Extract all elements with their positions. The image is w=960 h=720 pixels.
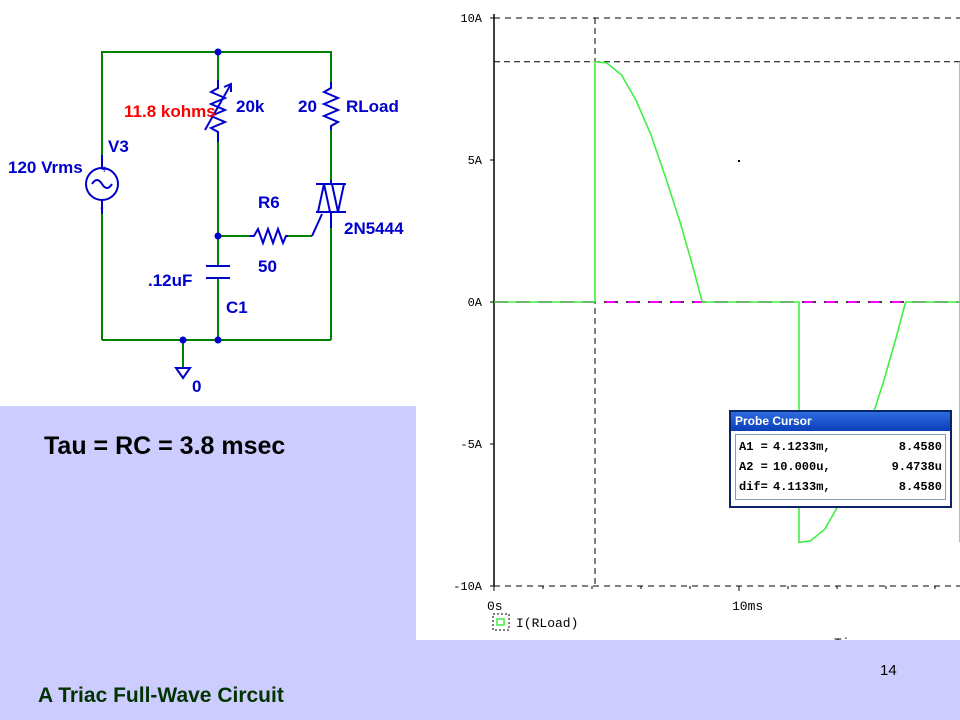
y-tick-label: 10A <box>460 12 482 26</box>
circuit-schematic: + - 120 Vrms V3 11.8 kohms 20k 20 RLoad … <box>8 48 404 396</box>
probe-row-label: A2 = <box>739 460 768 474</box>
x-tick-label: 10ms <box>732 599 763 614</box>
cap-name: C1 <box>226 298 248 317</box>
ground-symbol <box>174 367 192 380</box>
junction-dots <box>179 48 222 344</box>
load-name: RLoad <box>346 97 399 116</box>
ground-label: 0 <box>192 377 201 396</box>
r6-value: 50 <box>258 257 277 276</box>
probe-cursor-window[interactable]: Probe Cursor A1 = 4.1233m, 8.4580 A2 = 1… <box>729 410 952 508</box>
probe-row-x: 4.1233m, <box>773 440 831 454</box>
legend-label: I(RLoad) <box>516 616 578 631</box>
probe-row-x: 10.000u, <box>773 460 831 474</box>
grid-dot <box>738 160 740 162</box>
potentiometer <box>204 80 232 142</box>
probe-row-a1: A1 = 4.1233m, 8.4580 <box>739 437 942 457</box>
probe-cursor-title[interactable]: Probe Cursor <box>731 412 950 431</box>
source-label: 120 Vrms <box>8 158 83 177</box>
minus-sign: - <box>100 202 104 214</box>
legend-swatch <box>496 618 505 626</box>
page-number: 14 <box>880 662 897 679</box>
legend: I(RLoad) <box>492 613 578 631</box>
probe-row-label: dif= <box>739 480 768 494</box>
cap-value: .12uF <box>148 271 192 290</box>
probe-row-dif: dif= 4.1133m, 8.4580 <box>739 477 942 497</box>
triac <box>311 180 346 237</box>
voltage-source <box>85 155 119 214</box>
probe-row-y: 9.4738u <box>891 460 942 474</box>
probe-row-y: 8.4580 <box>898 440 942 454</box>
capacitor <box>206 265 230 279</box>
probe-row-label: A1 = <box>739 440 768 454</box>
axis-cut-text: Ti <box>834 636 850 640</box>
load-value: 20 <box>298 97 317 116</box>
probe-row-y: 8.4580 <box>898 480 942 494</box>
source-name: V3 <box>108 137 129 156</box>
pot-rating: 20k <box>236 97 265 116</box>
probe-cursor-table: A1 = 4.1233m, 8.4580 A2 = 10.000u, 9.473… <box>735 434 946 500</box>
tau-equation: Tau = RC = 3.8 msec <box>44 432 286 460</box>
y-tick-label: -10A <box>453 580 483 594</box>
x-tick-label: 0s <box>487 599 503 614</box>
r6-name: R6 <box>258 193 280 212</box>
pot-value-label: 11.8 kohms <box>124 102 216 121</box>
load-resistor <box>321 82 341 130</box>
probe-row-x: 4.1133m, <box>773 480 831 494</box>
probe-row-a2: A2 = 10.000u, 9.4738u <box>739 457 942 477</box>
plus-sign: + <box>101 164 107 176</box>
triac-name: 2N5444 <box>344 219 404 238</box>
slide-title: A Triac Full-Wave Circuit <box>38 684 284 707</box>
y-tick-label: 0A <box>468 296 483 310</box>
legend-box <box>492 613 510 631</box>
r6-resistor <box>250 226 288 246</box>
series-line-irload <box>494 60 960 544</box>
y-tick-label: -5A <box>460 438 482 452</box>
wires <box>101 51 332 368</box>
y-tick-label: 5A <box>468 154 483 168</box>
